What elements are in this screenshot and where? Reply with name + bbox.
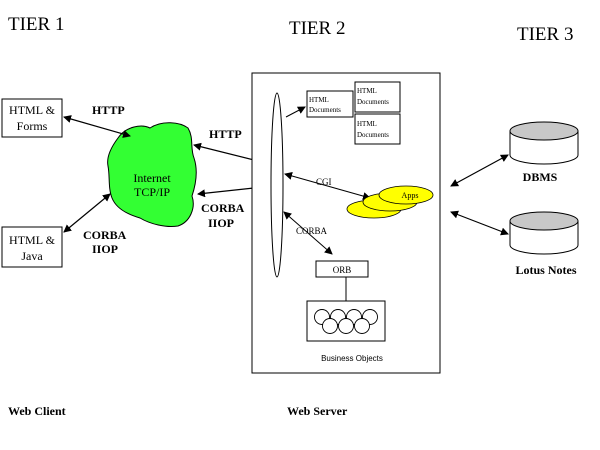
internet-cloud: Internet TCP/IP [107,122,197,227]
arrow-listener-documents [285,106,306,118]
corba-server-label: CORBA [296,226,328,236]
corba-right-label-line2: IIOP [208,216,234,230]
html-documents-front-line1: HTML [309,96,329,104]
arrow-java-internet [63,193,111,233]
html-documents-back2-line2: Documents [357,131,389,139]
html-java-box: HTML & Java [1,226,63,268]
internet-label-line2: TCP/IP [134,185,170,199]
business-objects-box [306,300,386,342]
html-forms-label-line2: Forms [17,119,48,133]
html-java-label-line2: Java [21,249,43,263]
dbms-cylinder-icon [509,121,579,165]
html-documents-front-line2: Documents [309,106,341,114]
arrow-server-lotus [450,210,509,236]
html-java-label-line1: HTML & [9,233,56,247]
internet-label-line1: Internet [133,171,171,185]
html-documents-stack: HTML Documents HTML Documents HTML Docum… [306,81,401,145]
business-object-7 [354,318,370,334]
html-documents-back2-line1: HTML [357,120,377,128]
corba-right-label-line1: CORBA [201,201,245,215]
lotus-notes-cylinder-icon [509,211,579,255]
html-documents-back1-line2: Documents [357,98,389,106]
tier-1-heading: TIER 1 [8,14,64,35]
business-objects-label: Business Objects [321,354,383,363]
corba-left-label-line2: IIOP [92,242,118,256]
http-right-label: HTTP [209,127,242,141]
corba-left-label-line1: CORBA [83,228,127,242]
web-client-label: Web Client [8,404,66,418]
arrow-listener-orb [283,211,333,255]
arrow-forms-internet [63,115,131,138]
cgi-label: CGI [316,177,332,187]
orb-label: ORB [333,265,352,275]
html-documents-back-1 [354,81,401,113]
http-left-label: HTTP [92,103,125,117]
html-documents-back-2 [354,113,401,145]
apps-ellipses: Apps [346,185,434,219]
apps-ellipse-1 [378,185,434,205]
html-forms-label-line1: HTML & [9,103,56,117]
html-forms-box: HTML & Forms [1,98,63,138]
server-listener-ellipse [270,92,284,278]
arrow-listener-apps [284,172,371,200]
dbms-label: DBMS [523,170,558,184]
tier-2-heading: TIER 2 [289,18,345,39]
business-object-6 [338,318,354,334]
html-documents-back1-line1: HTML [357,87,377,95]
lotus-notes-label: Lotus Notes [515,263,576,277]
orb-box: ORB [315,260,369,278]
arrow-server-dbms [450,154,509,187]
tier-3-heading: TIER 3 [517,24,573,45]
web-server-label: Web Server [287,404,348,418]
business-object-5 [322,318,338,334]
apps-label: Apps [402,191,419,200]
html-documents-front [306,90,354,118]
